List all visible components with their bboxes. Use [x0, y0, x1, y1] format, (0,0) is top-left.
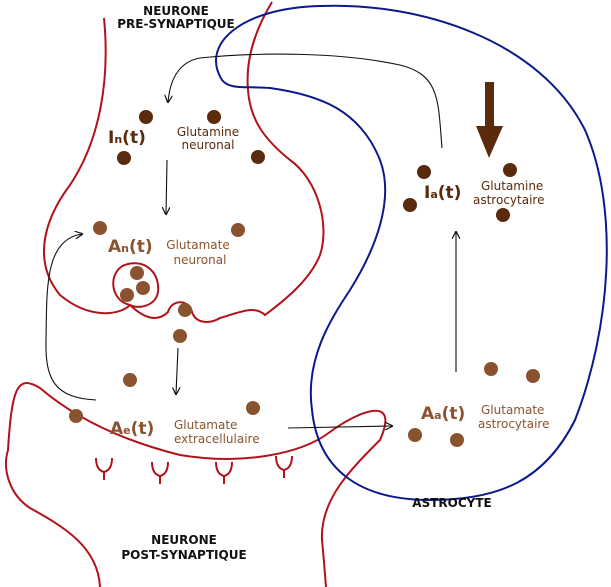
arrow-ae-to-aa — [287, 426, 392, 428]
input-arrow — [476, 82, 503, 158]
astrocyte-label: ASTROCYTE — [412, 496, 491, 510]
astrocyte-membrane — [215, 4, 608, 502]
pool-ae-symbol: Ae(t) — [110, 419, 154, 439]
receptors — [95, 455, 293, 484]
pool-ae-desc-1: Glutamate — [174, 418, 237, 432]
pool-ia-desc-1: Glutamine — [481, 179, 543, 193]
pre-synaptic-label-line1: NEURONE — [143, 4, 209, 18]
receptor-1 — [95, 457, 113, 480]
pool-ae-desc-2: extracellulaire — [174, 432, 260, 446]
pool-aa: Aa(t) Glutamate astrocytaire — [421, 403, 549, 431]
pool-an-symbol: An(t) — [108, 237, 153, 257]
flow-arrows — [45, 53, 456, 428]
arrow-ae-to-an — [45, 234, 97, 401]
pool-in: In(t) Glutamine neuronal — [108, 125, 239, 152]
arrow-an-to-ae — [176, 347, 178, 394]
receptor-3 — [215, 461, 233, 484]
receptor-2 — [151, 461, 169, 484]
pool-aa-desc-2: astrocytaire — [478, 417, 549, 431]
pool-aa-symbol: Aa(t) — [421, 404, 465, 424]
pool-ia-symbol: Ia(t) — [424, 183, 461, 203]
presynaptic-membrane — [43, 1, 325, 323]
pool-an-desc-2: neuronal — [174, 253, 227, 267]
postsynaptic-membrane — [5, 382, 387, 587]
pool-ia: Ia(t) Glutamine astrocytaire — [424, 179, 544, 207]
pool-aa-desc-1: Glutamate — [481, 403, 544, 417]
pool-in-symbol: In(t) — [108, 128, 146, 148]
post-synaptic-label-line2: POST-SYNAPTIQUE — [121, 548, 246, 562]
arrow-ia-to-in — [168, 53, 443, 149]
molecule-dots — [69, 110, 540, 447]
post-synaptic-label-line1: NEURONE — [151, 533, 217, 547]
pool-ia-desc-2: astrocytaire — [473, 193, 544, 207]
pool-in-desc-1: Glutamine — [177, 125, 239, 139]
pool-an: An(t) Glutamate neuronal — [108, 237, 230, 267]
arrow-in-to-an — [166, 159, 167, 214]
pool-an-desc-1: Glutamate — [166, 238, 229, 252]
pool-in-desc-2: neuronal — [182, 138, 235, 152]
pre-synaptic-label-line2: PRE-SYNAPTIQUE — [117, 17, 234, 31]
pool-ae: Ae(t) Glutamate extracellulaire — [110, 418, 260, 446]
vesicle-pocket — [112, 262, 160, 308]
receptor-4 — [275, 455, 293, 478]
